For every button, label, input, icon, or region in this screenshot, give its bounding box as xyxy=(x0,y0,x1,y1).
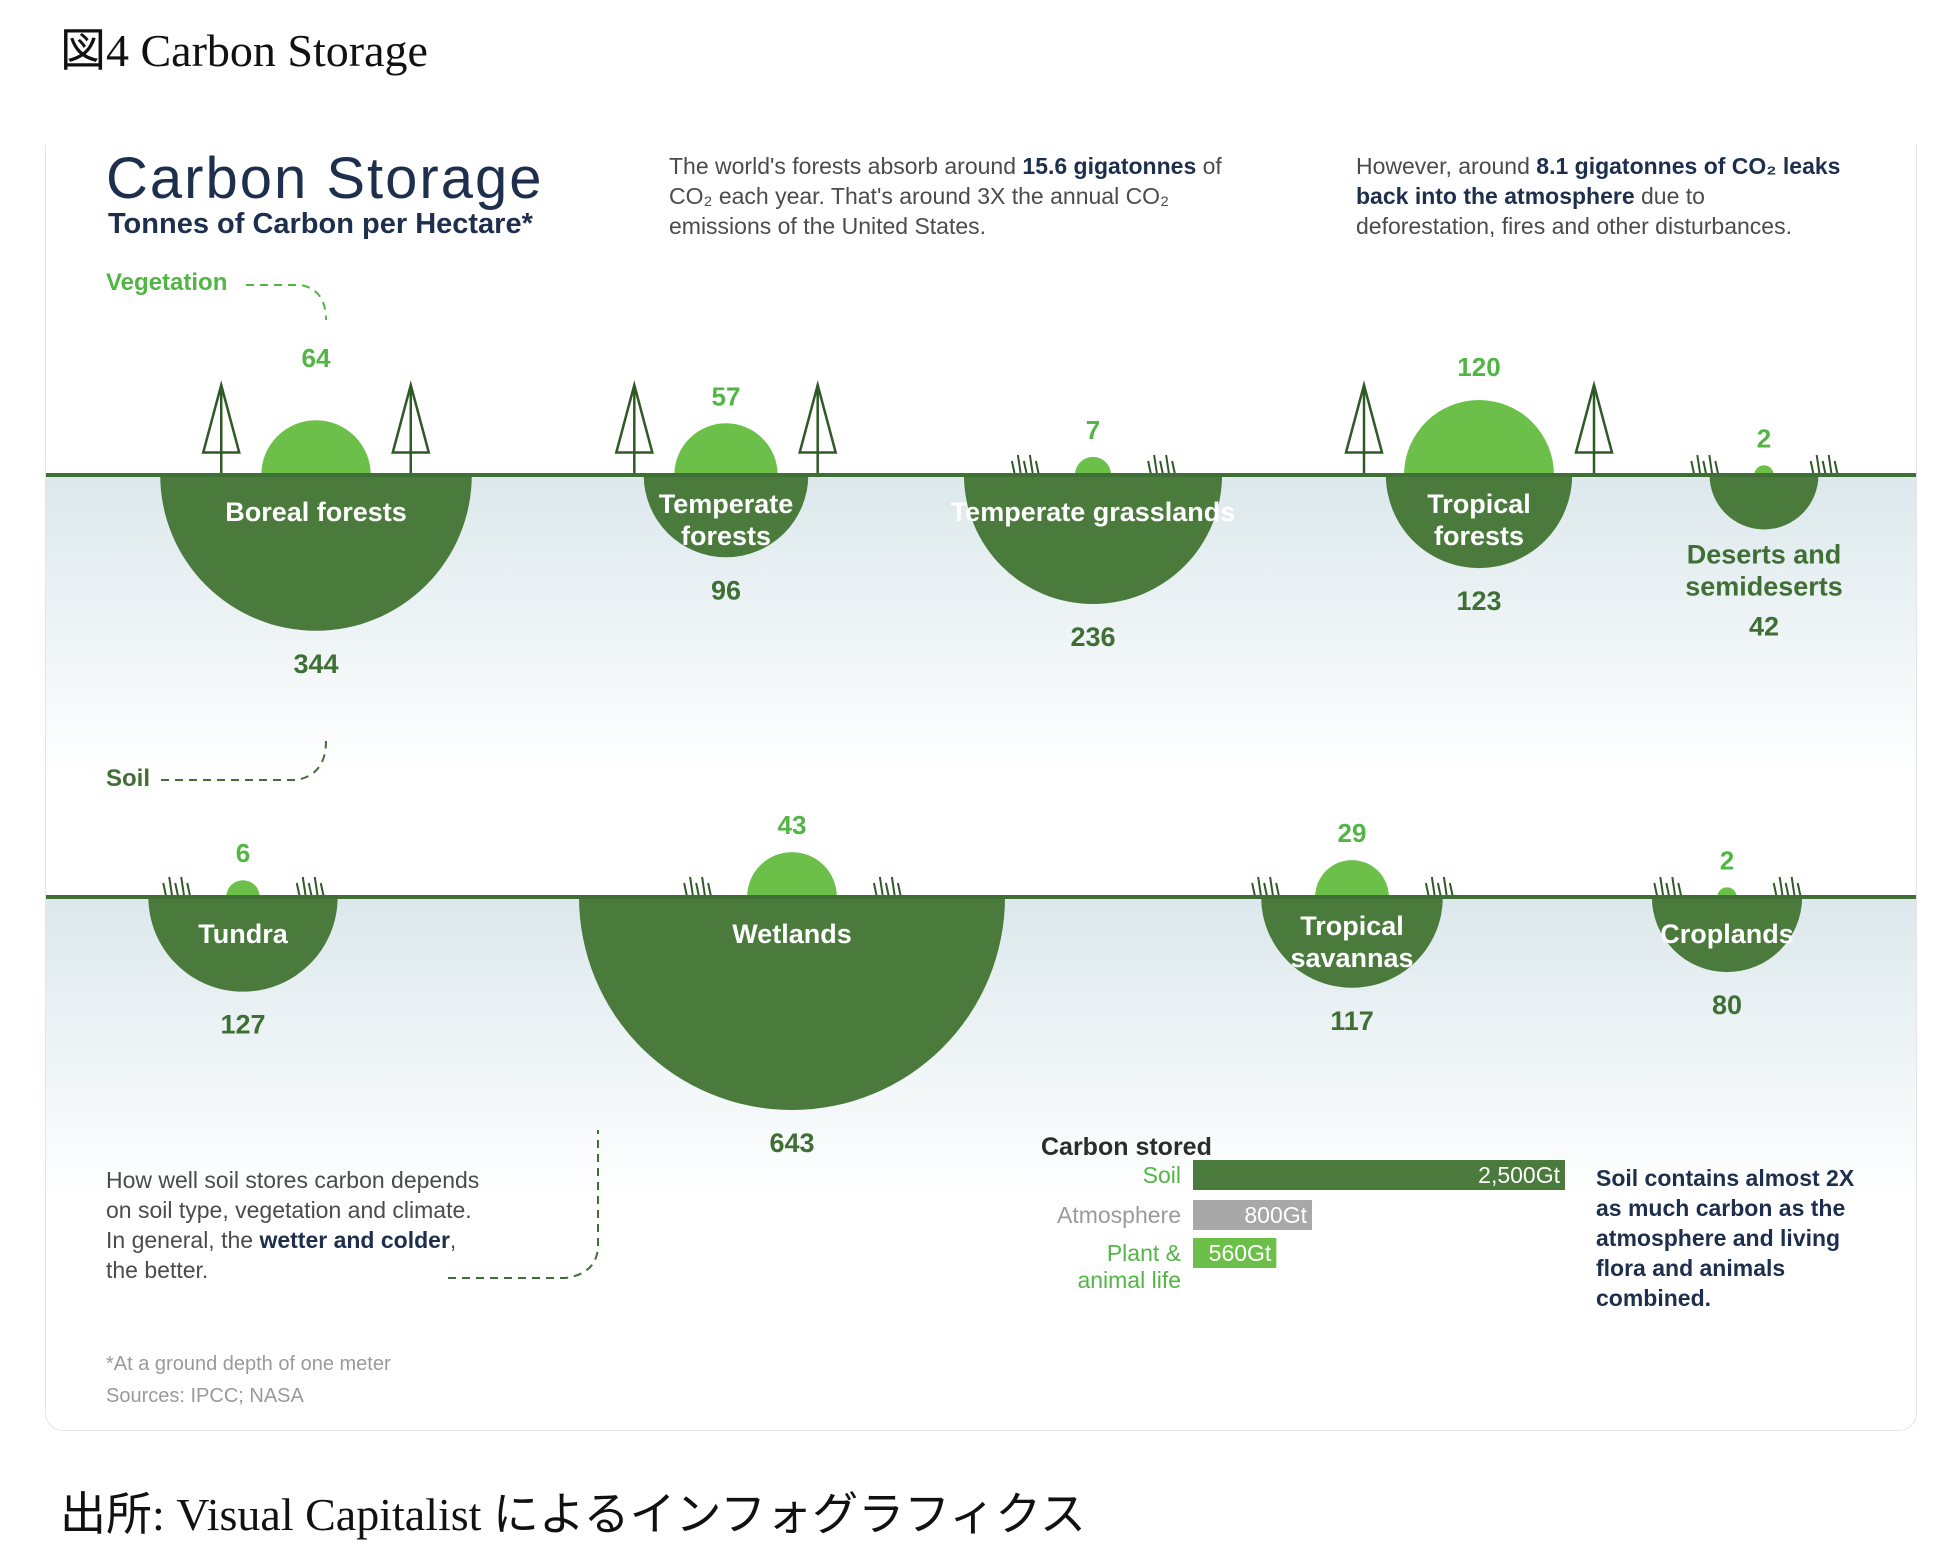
category-label-tropical-savannas: Tropical xyxy=(1300,911,1404,941)
category-label-tropical-forests: forests xyxy=(1434,521,1524,551)
bar-value-atmosphere: 800Gt xyxy=(1244,1202,1307,1228)
vegetation-value-deserts-and-semideserts: 2 xyxy=(1757,423,1771,453)
bar-value-plant-animal-life: 560Gt xyxy=(1209,1240,1272,1266)
category-label-temperate-forests: Temperate xyxy=(659,489,794,519)
soil-label: Soil xyxy=(106,765,151,792)
soil-bubble-deserts-and-semideserts xyxy=(1709,475,1819,530)
vegetation-bubble-tropical-savannas xyxy=(1315,860,1389,897)
soil-leader-line xyxy=(161,740,327,781)
tree-icon xyxy=(1344,380,1384,475)
grass-icon xyxy=(1772,876,1802,898)
vegetation-bubble-boreal-forests xyxy=(261,420,371,475)
soil-value-croplands: 80 xyxy=(1712,990,1742,1020)
legend-note: Soil contains almost 2X as much carbon a… xyxy=(1596,1165,1855,1311)
grass-icon xyxy=(872,876,902,898)
soil-bubble-tropical-forests xyxy=(1385,475,1573,569)
tree-icon xyxy=(391,380,431,475)
soil-value-tundra: 127 xyxy=(220,1010,265,1040)
category-label-tropical-forests: Tropical xyxy=(1427,489,1531,519)
vegetation-value-temperate-grasslands: 7 xyxy=(1086,415,1100,445)
category-label-croplands: Croplands xyxy=(1660,919,1794,949)
vegetation-bubble-tundra xyxy=(226,880,260,897)
vegetation-bubble-deserts-and-semideserts xyxy=(1754,465,1774,475)
grass-icon xyxy=(1010,454,1040,476)
grass-icon xyxy=(1809,454,1839,476)
vegetation-value-tropical-savannas: 29 xyxy=(1338,818,1367,848)
soil-bubble-croplands xyxy=(1651,897,1803,973)
grass-icon xyxy=(1251,876,1281,898)
bar-label-plant-animal-life: animal life xyxy=(1077,1267,1181,1293)
category-label-wetlands: Wetlands xyxy=(732,919,852,949)
bar-label-soil: Soil xyxy=(1143,1162,1181,1188)
category-label-boreal-forests: Boreal forests xyxy=(225,497,407,527)
bar-label-plant-animal-life: Plant & xyxy=(1107,1240,1181,1266)
bar-plant-animal-life xyxy=(1193,1238,1277,1268)
grass-icon xyxy=(295,876,325,898)
vegetation-value-temperate-forests: 57 xyxy=(712,381,741,411)
vegetation-bubble-tropical-forests xyxy=(1404,400,1554,475)
soil-value-wetlands: 643 xyxy=(769,1128,814,1158)
intro-note-left: The world's forests absorb around 15.6 g… xyxy=(669,153,1222,239)
category-label-temperate-forests: forests xyxy=(681,521,771,551)
intro-note-right: However, around 8.1 gigatonnes of CO₂ le… xyxy=(1356,153,1841,239)
soil-note-leader-line xyxy=(448,1130,599,1279)
soil-bubble-wetlands xyxy=(579,897,1005,1110)
bar-atmosphere xyxy=(1193,1200,1313,1230)
category-label-deserts-and-semideserts: Deserts and xyxy=(1687,539,1842,569)
chart-title: Carbon Storage xyxy=(106,146,544,211)
vegetation-leader-line xyxy=(246,284,327,321)
category-label-temperate-grasslands: Temperate grasslands xyxy=(951,497,1236,527)
soil-value-tropical-savannas: 117 xyxy=(1330,1006,1374,1036)
soil-bubble-tropical-savannas xyxy=(1261,897,1443,988)
grass-icon xyxy=(1424,876,1454,898)
soil-note: How well soil stores carbon depends on s… xyxy=(106,1167,480,1283)
soil-bubble-temperate-forests xyxy=(643,475,809,558)
bar-label-atmosphere: Atmosphere xyxy=(1057,1202,1181,1228)
chart-subtitle: Tonnes of Carbon per Hectare* xyxy=(108,208,533,240)
vegetation-value-croplands: 2 xyxy=(1720,845,1734,875)
sources: Sources: IPCC; NASA xyxy=(106,1385,304,1407)
category-label-tundra: Tundra xyxy=(198,919,288,949)
tree-icon xyxy=(798,380,838,475)
soil-value-temperate-grasslands: 236 xyxy=(1070,622,1115,652)
tree-icon xyxy=(1574,380,1614,475)
bar-soil xyxy=(1193,1160,1565,1190)
category-label-tropical-savannas: savannas xyxy=(1290,943,1413,973)
grass-icon xyxy=(162,876,192,898)
vegetation-bubble-temperate-grasslands xyxy=(1074,456,1112,475)
vegetation-value-tropical-forests: 120 xyxy=(1457,352,1500,382)
soil-value-deserts-and-semideserts: 42 xyxy=(1749,611,1779,641)
soil-bubble-temperate-grasslands xyxy=(963,475,1223,605)
footnote: *At a ground depth of one meter xyxy=(106,1353,391,1375)
vegetation-value-wetlands: 43 xyxy=(778,810,807,840)
vegetation-label: Vegetation xyxy=(106,269,228,296)
vegetation-bubble-croplands xyxy=(1717,887,1737,897)
soil-value-boreal-forests: 344 xyxy=(293,649,338,679)
soil-value-tropical-forests: 123 xyxy=(1456,586,1501,616)
tree-icon xyxy=(614,380,654,475)
source-caption: 出所: Visual Capitalist によるインフォグラフィクス xyxy=(60,1489,1086,1540)
vegetation-bubble-wetlands xyxy=(747,852,837,897)
grass-icon xyxy=(1690,454,1720,476)
vegetation-value-tundra: 6 xyxy=(236,838,250,868)
category-label-deserts-and-semideserts: semideserts xyxy=(1685,571,1843,601)
soil-bubble-boreal-forests xyxy=(160,475,472,631)
vegetation-value-boreal-forests: 64 xyxy=(302,343,331,373)
grass-icon xyxy=(1653,876,1683,898)
bar-value-soil: 2,500Gt xyxy=(1478,1162,1560,1188)
vegetation-bubble-temperate-forests xyxy=(674,423,778,475)
legend-title: Carbon stored xyxy=(1041,1133,1212,1161)
soil-value-temperate-forests: 96 xyxy=(711,575,741,605)
tree-icon xyxy=(201,380,241,475)
grass-icon xyxy=(683,876,713,898)
figure-caption: 図4 Carbon Storage xyxy=(60,25,428,76)
grass-icon xyxy=(1147,454,1177,476)
soil-bubble-tundra xyxy=(148,897,338,992)
